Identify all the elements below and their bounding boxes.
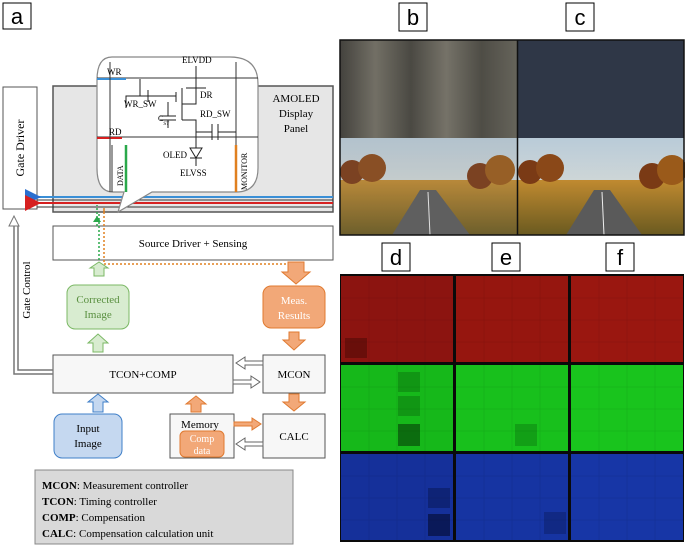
legend-box [34,469,294,545]
panel-label-e-box [491,242,521,272]
calc-block [262,413,326,459]
panel-a: a Gate Driver AMOLED Display Panel [2,2,334,545]
comp-data-label-1: Comp [190,434,214,445]
panel-label-a: a [11,4,24,29]
panel-label-f-box [605,242,635,272]
screen-f-blue [571,454,683,540]
panel-label-d: d [390,245,402,270]
circuit-monitor: MONITOR [240,152,249,190]
input-image-label-1: Input [76,423,99,435]
corrected-image-label-1: Corrected [76,294,120,306]
tcon-comp-label: TCON+COMP [109,369,176,381]
input-image-block [53,413,123,459]
circuit-data: DATA [116,165,125,186]
circuit-oled: OLED [163,150,187,160]
legend-item-comp: COMP: Compensation [42,512,145,524]
legend-item-tcon: TCON: Timing controller [42,496,157,508]
meas-results-label-1: Meas. [281,295,308,307]
screen-f-red [571,276,683,362]
photo-c-compensated [518,40,684,138]
screen-e-red [456,276,568,362]
gate-driver-block [2,86,38,210]
panel-label-b: b [407,5,419,30]
photo-b-landscape [340,138,517,236]
input-image-label-2: Image [74,438,102,450]
meas-results-block [262,285,326,329]
comp-data-block [179,430,225,458]
screen-e-green [456,365,568,451]
photo-c-landscape [518,138,685,236]
circuit-wr-sw: WR_SW [124,99,157,109]
gate-control-label: Gate Control [21,261,33,318]
gate-driver-label: Gate Driver [13,120,27,177]
circuit-elvdd: ELVDD [182,55,212,65]
legend-item-calc: CALC: Compensation calculation unit [42,528,213,540]
panel-label-e: e [500,245,512,270]
memory-label: Memory [181,419,219,431]
circuit-elvss: ELVSS [180,168,207,178]
circuit-cst: CST [158,114,169,127]
tcon-comp-block [52,354,234,394]
comp-data-label-2: data [194,446,211,457]
panel-title-3: Panel [284,123,308,135]
panels-d-e-f: d e f [340,242,684,542]
corrected-image-block [66,284,130,330]
panel-title-1: AMOLED [272,93,319,105]
panel-label-c: c [575,5,586,30]
photo-b-uncompensated [340,40,517,138]
meas-results-label-2: Results [278,310,310,322]
panels-b-c: b c [339,2,685,236]
mcon-label: MCON [277,369,310,381]
panel-label-a-box [2,2,32,30]
panel-label-b-box [398,2,428,32]
source-driver-label: Source Driver + Sensing [139,238,248,250]
circuit-dr: DR [200,90,213,100]
legend-item-mcon: MCON: Measurement controller [42,480,188,492]
panel-label-d-box [381,242,411,272]
screen-d-green [341,365,453,451]
mcon-block [262,354,326,394]
corrected-image-label-2: Image [84,309,112,321]
panel-label-f: f [617,245,624,270]
circuit-rd: RD [109,127,122,137]
circuit-wr: WR [107,67,122,77]
circuit-rd-sw: RD_SW [200,109,231,119]
panel-label-c-box [565,2,595,32]
panel-title-2: Display [279,108,314,120]
calc-label: CALC [279,431,308,443]
screen-f-green [571,365,683,451]
